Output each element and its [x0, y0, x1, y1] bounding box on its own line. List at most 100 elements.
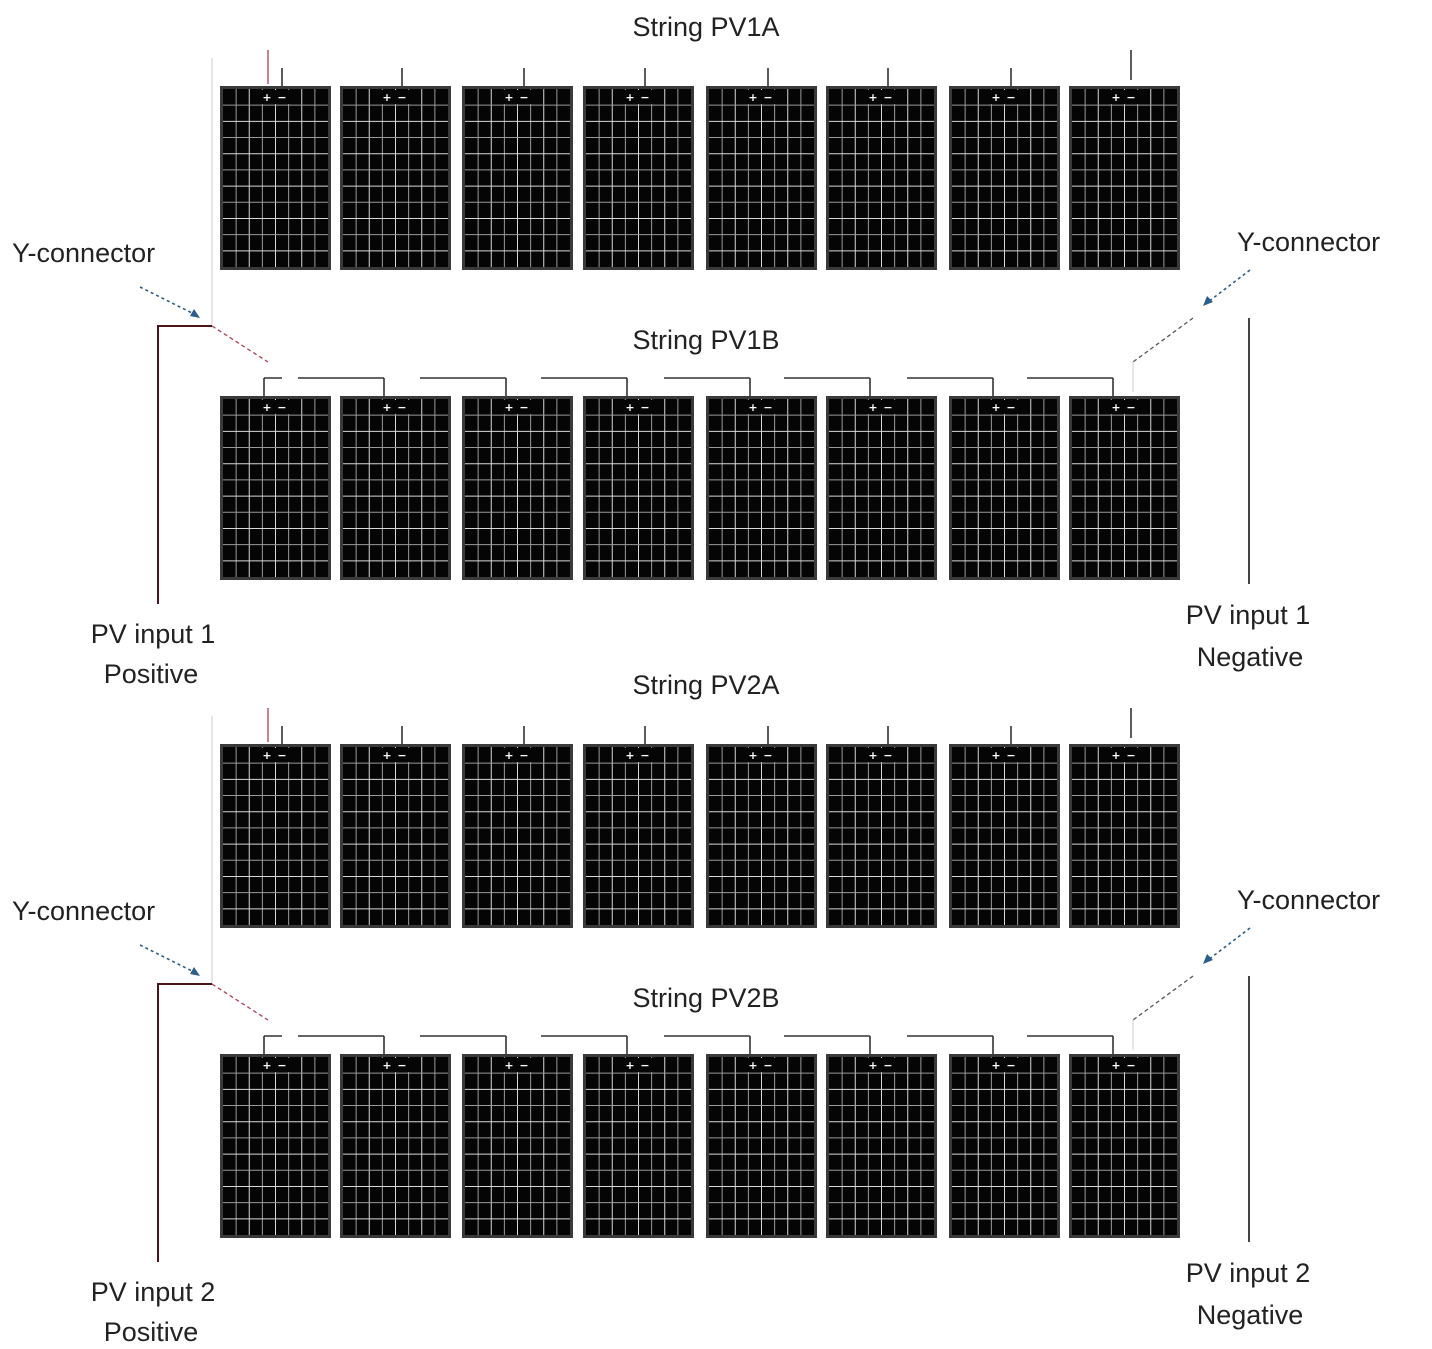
string-title-pv2a: String PV2A — [632, 670, 779, 700]
junction-box — [623, 90, 653, 104]
positive-terminal-icon: + — [868, 749, 877, 762]
negative-terminal-icon: − — [397, 401, 406, 414]
positive-terminal-icon: + — [1111, 401, 1120, 414]
junction-box — [502, 748, 532, 762]
positive-terminal-icon: + — [382, 401, 391, 414]
negative-terminal-icon: − — [640, 91, 649, 104]
solar-panel: +− — [462, 744, 573, 928]
pv-input-2-positive-line2: Positive — [104, 1317, 199, 1347]
junction-box — [502, 1058, 532, 1072]
solar-panel: +− — [340, 1054, 451, 1238]
solar-panel: +− — [583, 86, 694, 270]
arrow-head-icon — [1203, 954, 1213, 964]
solar-panel: +− — [220, 744, 331, 928]
pv-input-2-positive-line1: PV input 2 — [91, 1277, 216, 1307]
solar-panel: +− — [340, 744, 451, 928]
solar-panel: +− — [583, 744, 694, 928]
positive-terminal-icon: + — [868, 91, 877, 104]
positive-terminal-icon: + — [991, 401, 1000, 414]
solar-panel: +− — [583, 1054, 694, 1238]
y-connector-label-right-1: Y-connector — [1237, 227, 1380, 257]
junction-box — [502, 400, 532, 414]
solar-panel: +− — [1069, 744, 1180, 928]
negative-terminal-icon: − — [883, 1059, 892, 1072]
junction-box — [746, 400, 776, 414]
junction-box — [989, 400, 1019, 414]
negative-terminal-icon: − — [397, 1059, 406, 1072]
y-connector-label-left-1: Y-connector — [12, 238, 155, 268]
solar-panel: +− — [949, 1054, 1060, 1238]
solar-panel: +− — [949, 744, 1060, 928]
negative-terminal-icon: − — [277, 749, 286, 762]
negative-terminal-icon: − — [277, 1059, 286, 1072]
positive-wire-2 — [157, 983, 212, 1262]
positive-terminal-icon: + — [991, 1059, 1000, 1072]
panel-row-pv1b: +−+−+−+−+−+−+−+− — [220, 377, 1180, 580]
negative-terminal-icon: − — [1126, 749, 1135, 762]
junction-box — [380, 90, 410, 104]
solar-panel: +− — [340, 86, 451, 270]
junction-box — [866, 90, 896, 104]
positive-terminal-icon: + — [262, 401, 271, 414]
y-connector-arrow-right-1 — [1207, 269, 1251, 303]
solar-panel: +− — [220, 86, 331, 270]
negative-terminal-icon: − — [883, 91, 892, 104]
junction-box — [260, 1058, 290, 1072]
negative-terminal-icon: − — [1006, 1059, 1015, 1072]
solar-panel: +− — [826, 396, 937, 580]
junction-box — [1109, 90, 1139, 104]
junction-box — [989, 90, 1019, 104]
junction-box — [746, 90, 776, 104]
positive-terminal-icon: + — [382, 1059, 391, 1072]
junction-box — [380, 1058, 410, 1072]
junction-box — [1109, 400, 1139, 414]
positive-terminal-icon: + — [991, 749, 1000, 762]
positive-wire-1 — [157, 325, 212, 604]
negative-terminal-icon: − — [1006, 401, 1015, 414]
y-connector-arrow-left-1 — [139, 286, 197, 316]
junction-box — [989, 748, 1019, 762]
positive-terminal-icon: + — [504, 91, 513, 104]
junction-box — [866, 748, 896, 762]
positive-terminal-icon: + — [625, 401, 634, 414]
positive-terminal-icon: + — [625, 1059, 634, 1072]
solar-panel: +− — [706, 744, 817, 928]
negative-terminal-icon: − — [1126, 1059, 1135, 1072]
negative-terminal-icon: − — [277, 91, 286, 104]
wiring-group-input1: Y-connector Y-connector PV input 1 Posit… — [12, 58, 1380, 689]
junction-box — [260, 90, 290, 104]
negative-terminal-icon: − — [640, 401, 649, 414]
pv-input-1-negative-line2: Negative — [1197, 642, 1304, 672]
solar-panel: +− — [706, 86, 817, 270]
solar-panel: +− — [1069, 1054, 1180, 1238]
junction-box — [746, 748, 776, 762]
solar-panel: +− — [1069, 396, 1180, 580]
positive-terminal-icon: + — [991, 91, 1000, 104]
positive-terminal-icon: + — [382, 91, 391, 104]
negative-terminal-icon: − — [883, 401, 892, 414]
positive-terminal-icon: + — [748, 401, 757, 414]
positive-terminal-icon: + — [625, 749, 634, 762]
negative-terminal-icon: − — [397, 91, 406, 104]
junction-box — [623, 400, 653, 414]
panel-row-pv2a: +−+−+−+−+−+−+−+− — [220, 708, 1180, 928]
panel-row-pv1a: +−+−+−+−+−+−+−+− — [220, 50, 1180, 270]
y-connector-label-left-2: Y-connector — [12, 896, 155, 926]
arrow-head-icon — [190, 967, 200, 976]
junction-box — [866, 1058, 896, 1072]
solar-panel: +− — [706, 1054, 817, 1238]
negative-terminal-icon: − — [883, 749, 892, 762]
junction-box — [746, 1058, 776, 1072]
string-title-pv1b: String PV1B — [632, 325, 779, 355]
y-branch-dark-2 — [1132, 975, 1194, 1021]
solar-panel: +− — [583, 396, 694, 580]
junction-box — [866, 400, 896, 414]
negative-terminal-icon: − — [1006, 749, 1015, 762]
positive-terminal-icon: + — [868, 401, 877, 414]
negative-terminal-icon: − — [519, 1059, 528, 1072]
positive-terminal-icon: + — [625, 91, 634, 104]
negative-terminal-icon: − — [1126, 401, 1135, 414]
y-connector-arrow-left-2 — [139, 944, 197, 974]
solar-panel: +− — [826, 744, 937, 928]
